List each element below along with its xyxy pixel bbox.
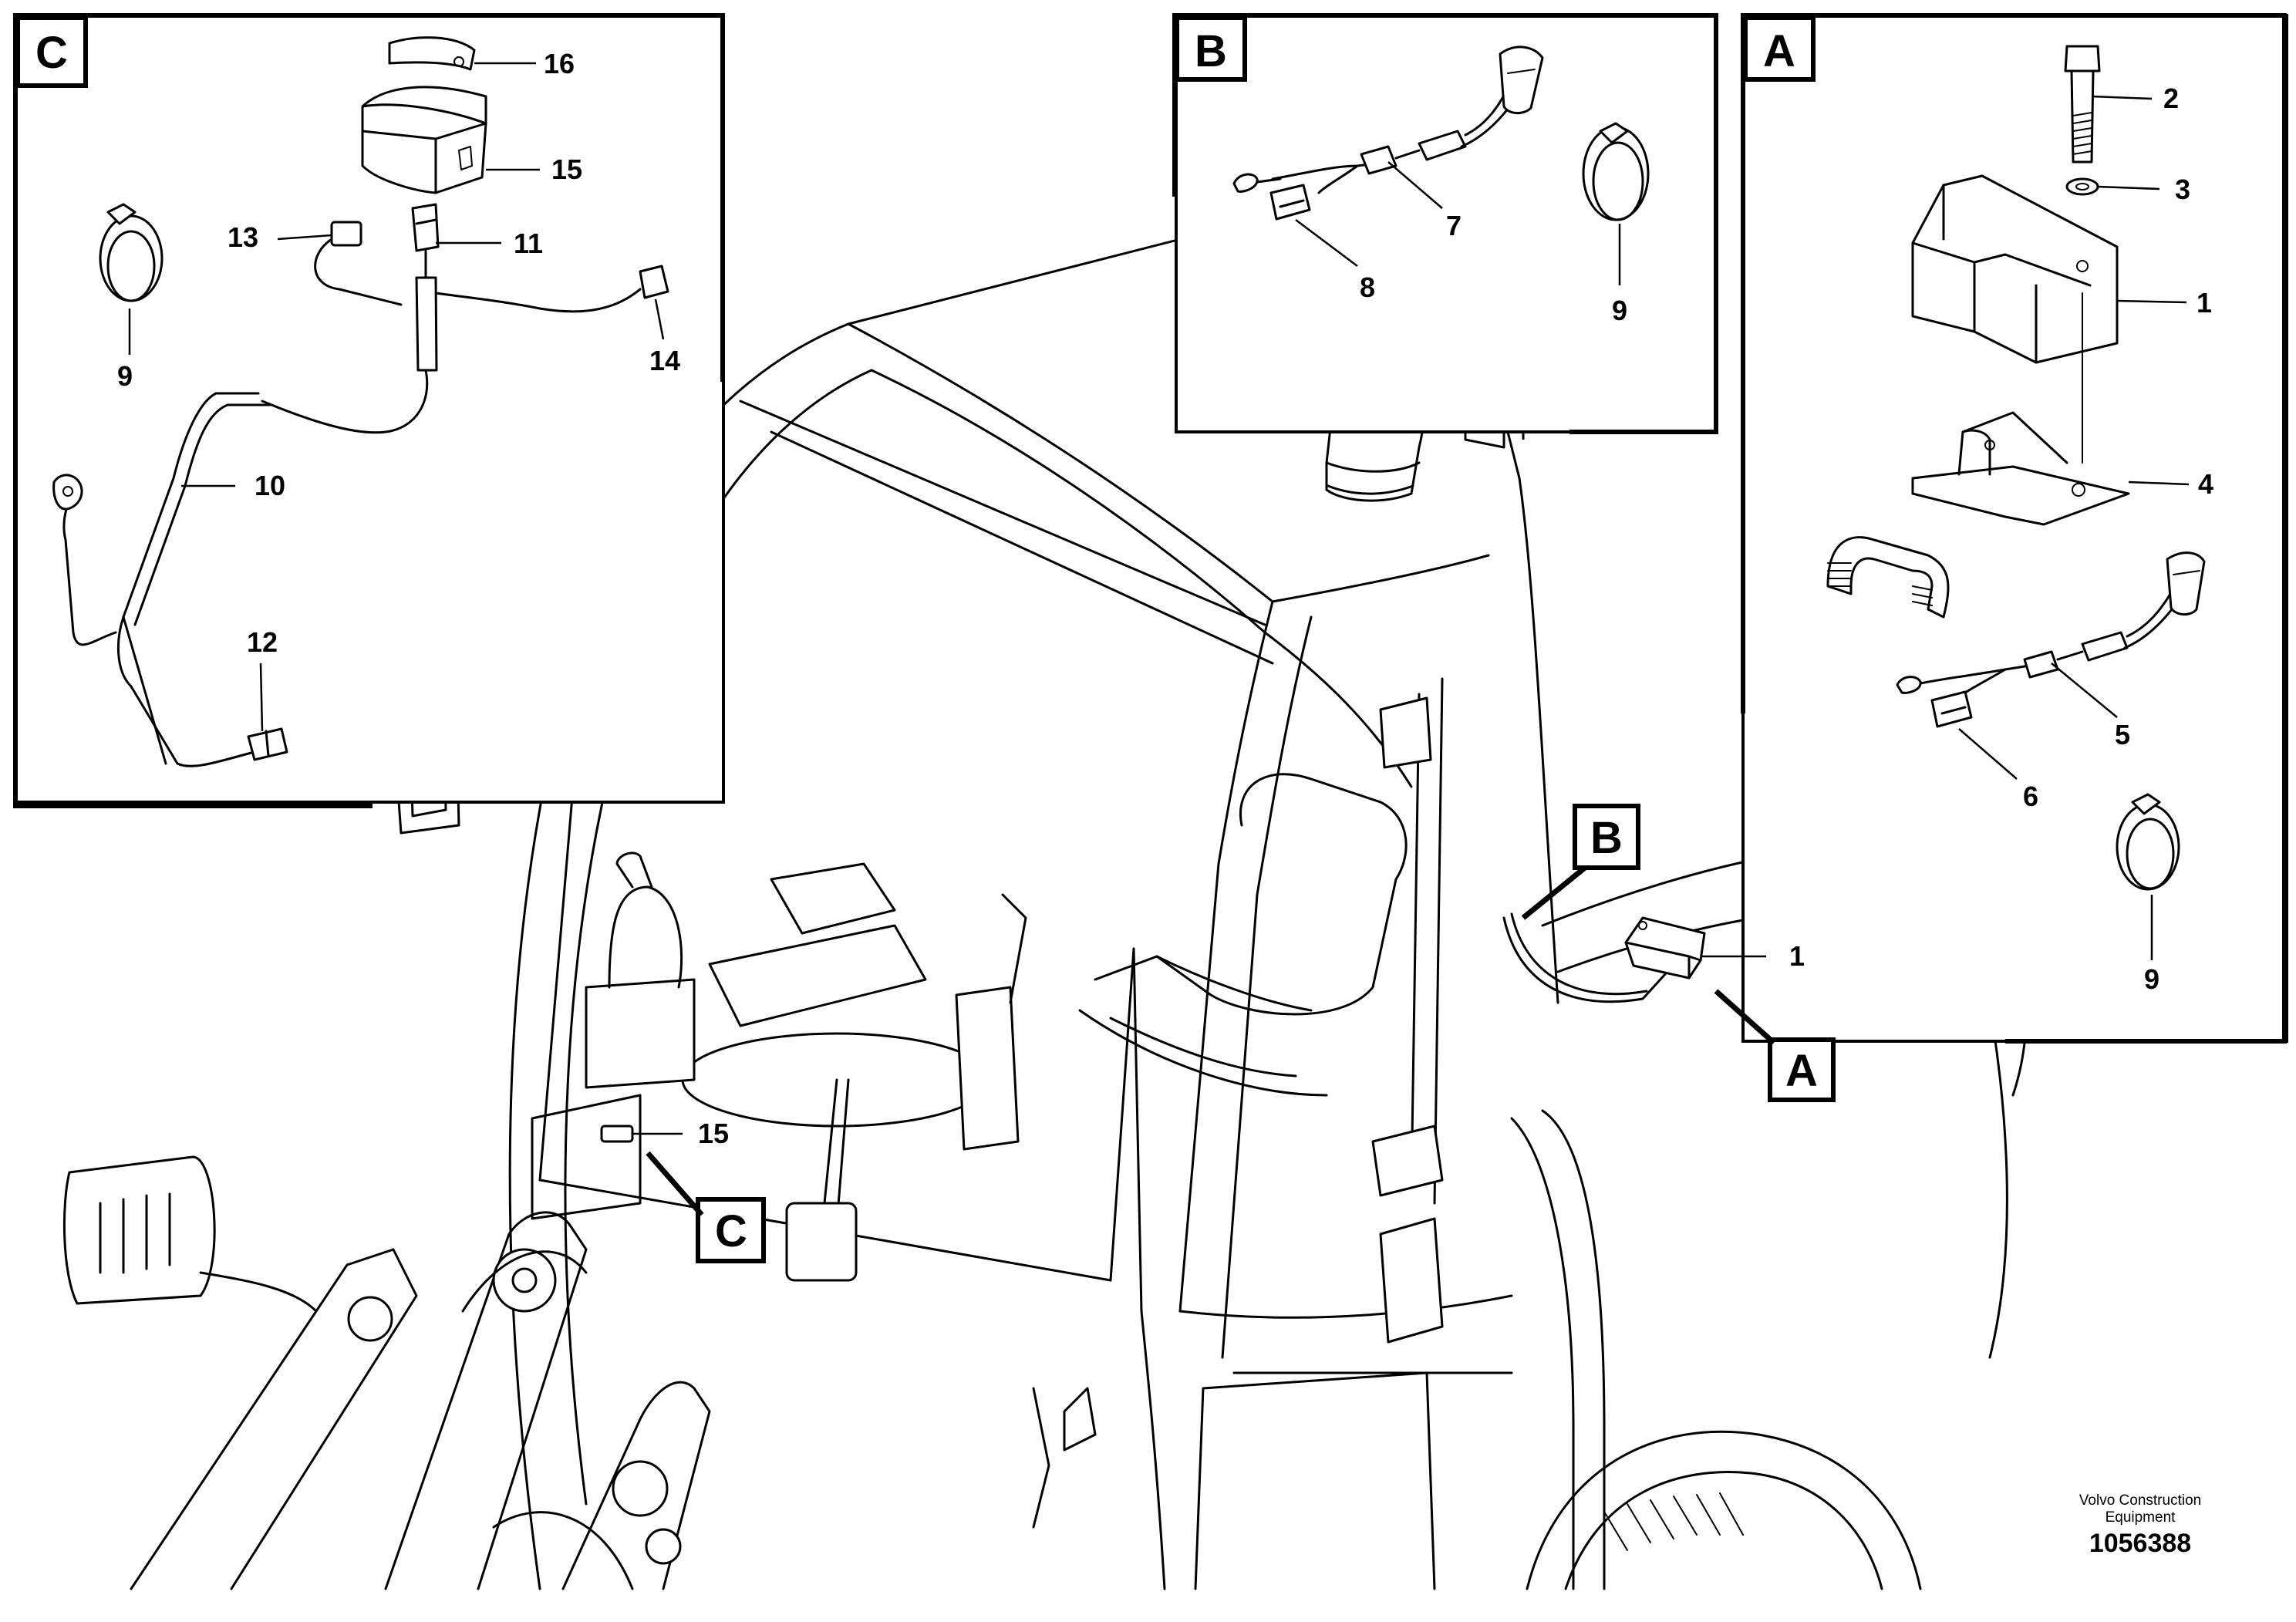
- inset-b: B 7 8 9: [1172, 13, 1718, 434]
- part-number-9: 9: [117, 360, 133, 392]
- ring-terminal-a: [1896, 676, 1922, 694]
- connector-part8: [1269, 184, 1311, 221]
- cable-part7: [1271, 160, 1390, 180]
- washer-part3: [2065, 177, 2099, 196]
- part-number-9-b: 9: [1612, 295, 1627, 326]
- ring-terminal-b: [1232, 173, 1259, 193]
- connector-part14: [639, 265, 669, 299]
- inset-b-label-box: [1175, 15, 1247, 82]
- inset-a-label-box: [1743, 15, 1816, 82]
- callout-b-label: B: [1590, 813, 1623, 863]
- part-number-10: 10: [255, 470, 285, 501]
- part-number-6: 6: [2023, 781, 2038, 812]
- relay-part1: [1911, 174, 2119, 364]
- u-bolt: [1826, 536, 1950, 619]
- credit-line-1: Volvo Construction: [2079, 1492, 2202, 1509]
- connector-part11: [411, 203, 440, 252]
- inset-a-frame: [1741, 13, 2287, 1044]
- bracket-part4: [1911, 465, 2130, 526]
- part-number-5: 5: [2115, 719, 2130, 750]
- part-number-15: 15: [551, 153, 582, 185]
- callout-b-box: [1573, 804, 1640, 870]
- part-number-9-a: 9: [2144, 963, 2159, 995]
- part-number-12: 12: [247, 626, 278, 658]
- inset-c-label: C: [35, 28, 68, 78]
- part-number-13: 13: [228, 221, 258, 253]
- part-number-8: 8: [1360, 271, 1375, 303]
- inset-c: C: [13, 13, 725, 808]
- part-number-2: 2: [2163, 83, 2179, 114]
- callout-c-label: C: [715, 1206, 747, 1256]
- part-number-11: 11: [514, 228, 543, 259]
- connector-part13: [330, 221, 362, 247]
- callout-a-label: A: [1785, 1046, 1818, 1096]
- part-number-1: 1: [2197, 287, 2212, 319]
- manufacturer-credit: Volvo Construction Equipment 1056388: [2052, 1492, 2229, 1560]
- drawing-number: 1056388: [2089, 1529, 2192, 1558]
- cable-part10: [62, 500, 117, 646]
- hose-clamp-part9-a: [2116, 803, 2180, 891]
- callout-a-box: [1768, 1037, 1836, 1102]
- part-number-14: 14: [649, 345, 680, 376]
- connector-part6: [1930, 690, 1973, 728]
- credit-line-2: Equipment: [2105, 1509, 2176, 1526]
- main-part-number-1: 1: [1789, 940, 1805, 972]
- bolt-part2: [2064, 45, 2101, 73]
- inset-c-label-box: [15, 15, 88, 88]
- main-callouts: B A C 1 15: [632, 804, 1836, 1263]
- ring-terminal: [52, 474, 83, 511]
- inset-a-bg: [1741, 14, 2288, 1043]
- switch-cover-part16: [388, 36, 476, 71]
- part-number-4: 4: [2198, 468, 2213, 500]
- part-number-3: 3: [2175, 174, 2190, 205]
- callout-c-box: [696, 1197, 766, 1263]
- inset-a: A: [1741, 13, 2288, 1044]
- inset-b-label: B: [1195, 26, 1227, 76]
- part-number-7: 7: [1446, 210, 1462, 241]
- main-part-number-15: 15: [698, 1118, 729, 1149]
- inset-a-label: A: [1763, 26, 1795, 76]
- part-number-16: 16: [544, 48, 575, 79]
